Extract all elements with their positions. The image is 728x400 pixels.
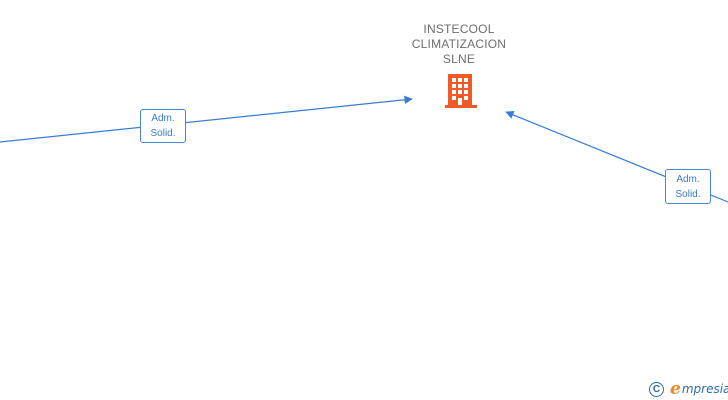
company-name-line-1: INSTECOOL xyxy=(423,22,495,36)
brand-initial: e xyxy=(670,379,681,399)
edge-label-left-line-1: Adm. xyxy=(151,113,175,124)
brand-logo[interactable]: C e mpresia xyxy=(649,378,728,400)
copyright-icon: C xyxy=(649,381,664,397)
edge-label-left[interactable]: Adm. Solid. xyxy=(140,109,186,143)
edge-label-left-line-2: Solid. xyxy=(150,128,176,139)
edge-label-right-line-2: Solid. xyxy=(675,189,701,200)
edge-label-right-line-1: Adm. xyxy=(676,174,700,185)
brand-name: mpresia xyxy=(681,382,728,396)
building-icon[interactable] xyxy=(444,73,478,109)
company-name-line-2: CLIMATIZACION xyxy=(411,37,507,51)
company-name-line-3: SLNE xyxy=(442,52,476,66)
edge-left xyxy=(0,95,413,143)
edge-label-right[interactable]: Adm. Solid. xyxy=(665,169,711,204)
company-name[interactable]: INSTECOOL CLIMATIZACION SLNE xyxy=(392,22,526,67)
